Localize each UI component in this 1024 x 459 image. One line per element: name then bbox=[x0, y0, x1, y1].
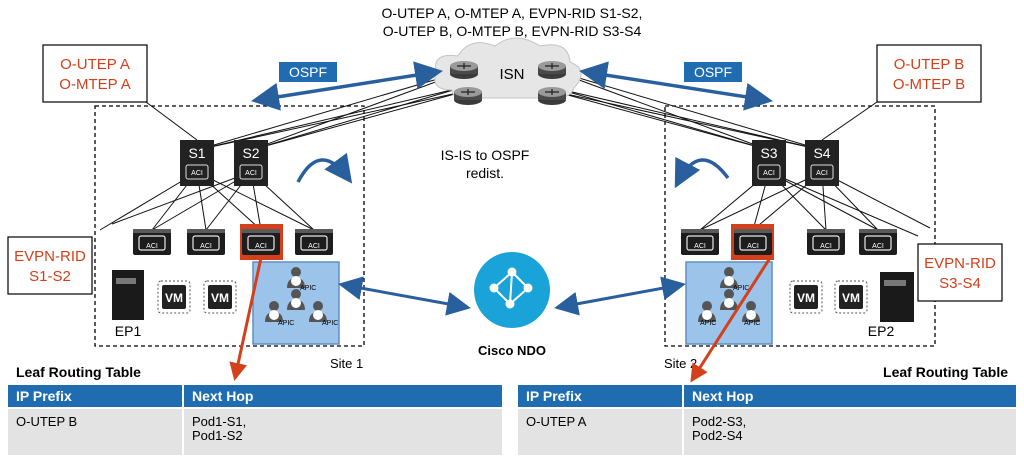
header-line-1: O-UTEP A, O-MTEP A, EVPN-RID S1-S2, bbox=[382, 5, 643, 21]
spine-s1 bbox=[180, 140, 214, 186]
left-table-prefix-cell: O-UTEP B bbox=[8, 409, 182, 455]
redist-line1: IS-IS to OSPF bbox=[441, 147, 530, 163]
right-table-nexthop-cell: Pod2-S3, Pod2-S4 bbox=[684, 409, 1016, 455]
leaf-7 bbox=[806, 228, 846, 256]
callout-tep-b-line2: O-MTEP B bbox=[893, 76, 965, 93]
leaf-2 bbox=[186, 228, 226, 256]
callout-tep-a-line2: O-MTEP A bbox=[59, 76, 130, 93]
spine-s2 bbox=[234, 140, 268, 186]
leaf-7-aci: ACI bbox=[820, 243, 832, 250]
left-table-header-prefix: IP Prefix bbox=[8, 385, 182, 407]
site-2-label: Site 2 bbox=[664, 356, 697, 371]
redist-line2: redist. bbox=[466, 165, 504, 181]
leaf-arrow-right bbox=[690, 257, 772, 383]
site-1-boundary bbox=[94, 105, 365, 347]
right-table-title: Leaf Routing Table bbox=[883, 364, 1008, 380]
ndo-logo bbox=[474, 252, 550, 328]
vm-4-label: VM bbox=[842, 291, 860, 305]
leaf-1 bbox=[132, 228, 172, 256]
ospf-arrow-right bbox=[579, 61, 773, 111]
ep2-label: EP2 bbox=[868, 323, 895, 339]
apic-label-1: APIC bbox=[300, 285, 316, 292]
vm-1-label: VM bbox=[165, 291, 183, 305]
spine-s2-aci: ACI bbox=[245, 170, 257, 177]
right-table-hop2: Pod2-S4 bbox=[692, 428, 743, 443]
isn-label: ISN bbox=[499, 66, 524, 83]
callout-tep-a-line1: O-UTEP A bbox=[60, 56, 130, 73]
apic-label-6: APIC bbox=[744, 320, 760, 327]
callout-lines bbox=[145, 101, 878, 141]
spine-s4-label: S4 bbox=[813, 145, 830, 161]
left-table-hop1: Pod1-S1, bbox=[192, 414, 247, 429]
ep2-server bbox=[880, 272, 914, 322]
callout-tep-b-line1: O-UTEP B bbox=[894, 56, 965, 73]
leaf-1-aci: ACI bbox=[146, 243, 158, 250]
apic-label-5: APIC bbox=[700, 320, 716, 327]
spine-s4 bbox=[805, 140, 839, 186]
spine-s3-aci: ACI bbox=[763, 170, 775, 177]
apic-label-4: APIC bbox=[733, 285, 749, 292]
leaf-3-aci: ACI bbox=[255, 243, 267, 250]
callout-evpn-left-line2: S1-S2 bbox=[29, 268, 71, 285]
leaf-2-aci: ACI bbox=[200, 243, 212, 250]
leaf-arrow-left bbox=[229, 257, 263, 381]
spine-s1-aci: ACI bbox=[191, 170, 203, 177]
leaf-5 bbox=[680, 228, 720, 256]
right-table-hop1: Pod2-S3, bbox=[692, 414, 747, 429]
callout-evpn-left bbox=[7, 236, 93, 295]
site-1-label: Site 1 bbox=[330, 356, 363, 371]
callout-evpn-right bbox=[917, 243, 1003, 302]
apic-label-3: APIC bbox=[322, 320, 338, 327]
leaf-3 bbox=[241, 228, 281, 256]
ndo-label: Cisco NDO bbox=[478, 343, 546, 358]
spine-s3 bbox=[752, 140, 786, 186]
ospf-arrow-left bbox=[251, 61, 443, 111]
header-line-2: O-UTEP B, O-MTEP B, EVPN-RID S3-S4 bbox=[383, 23, 642, 39]
spine-s4-aci: ACI bbox=[816, 170, 828, 177]
apic-label-2: APIC bbox=[278, 320, 294, 327]
callout-evpn-right-line1: EVPN-RID bbox=[924, 255, 996, 272]
callout-tep-a bbox=[42, 44, 148, 103]
right-table-header-nexthop: Next Hop bbox=[684, 385, 1016, 407]
left-table-header-nexthop: Next Hop bbox=[184, 385, 502, 407]
leaf-5-aci: ACI bbox=[694, 243, 706, 250]
left-table-title: Leaf Routing Table bbox=[16, 364, 141, 380]
ndo-link-right bbox=[554, 276, 686, 316]
left-table-hop2: Pod1-S2 bbox=[192, 428, 243, 443]
callout-tep-b bbox=[876, 44, 982, 103]
ndo-logo-glyph bbox=[489, 267, 533, 309]
right-table-header-prefix: IP Prefix bbox=[518, 385, 682, 407]
ospf-badge-right bbox=[684, 62, 742, 82]
leaf-8-aci: ACI bbox=[872, 243, 884, 250]
right-table-prefix-cell: O-UTEP A bbox=[518, 409, 682, 455]
redistribution-arrow-right bbox=[674, 156, 730, 189]
vm-2-label: VM bbox=[211, 291, 229, 305]
leaf-6-aci: ACI bbox=[747, 243, 759, 250]
spine-s3-label: S3 bbox=[760, 145, 777, 161]
leaf-6 bbox=[733, 228, 773, 256]
site-2-boundary bbox=[664, 105, 936, 347]
callout-evpn-right-line2: S3-S4 bbox=[939, 275, 981, 292]
ep1-server bbox=[112, 270, 144, 320]
ospf-label-left: OSPF bbox=[289, 64, 327, 80]
ospf-badge-left bbox=[279, 62, 337, 82]
ndo-link-left bbox=[338, 276, 471, 316]
ospf-label-right: OSPF bbox=[694, 64, 732, 80]
spine-s1-label: S1 bbox=[188, 145, 205, 161]
callout-evpn-left-line1: EVPN-RID bbox=[14, 248, 86, 265]
leaf-8 bbox=[858, 228, 898, 256]
spine-s2-label: S2 bbox=[242, 145, 259, 161]
redistribution-arrow-left bbox=[296, 152, 353, 184]
ep1-label: EP1 bbox=[115, 323, 142, 339]
leaf-4-aci: ACI bbox=[308, 243, 320, 250]
left-table-nexthop-cell: Pod1-S1, Pod1-S2 bbox=[184, 409, 502, 455]
leaf-4 bbox=[294, 228, 334, 256]
vm-3-label: VM bbox=[797, 291, 815, 305]
